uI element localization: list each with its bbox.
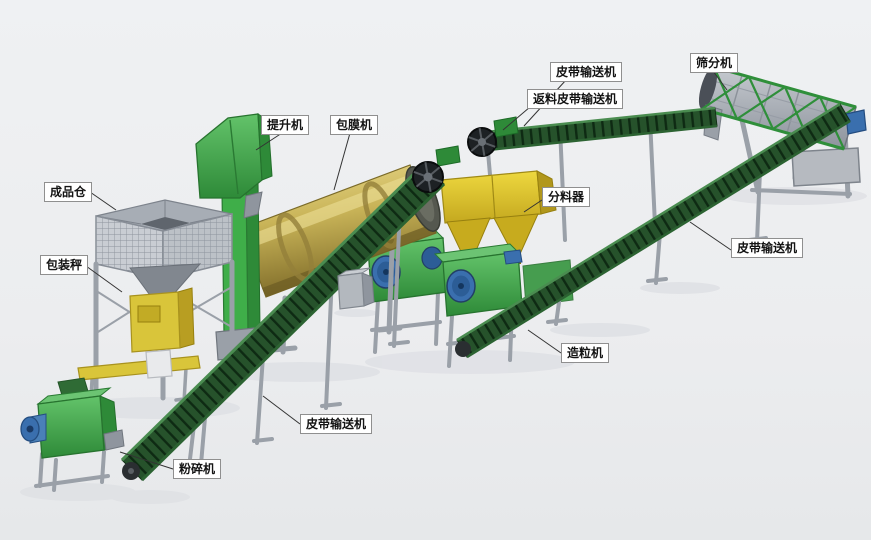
label-return-belt-conveyor: 返料皮带输送机 bbox=[527, 89, 624, 109]
packing-scale-machine bbox=[77, 287, 201, 416]
label-finished-product-bin: 成品仓 bbox=[44, 182, 93, 202]
label-packing-scale: 包装秤 bbox=[40, 255, 89, 275]
screener-motor-icon bbox=[845, 109, 867, 135]
label-belt-conveyor-bottom: 皮带输送机 bbox=[300, 414, 373, 434]
label-crusher: 粉碎机 bbox=[173, 459, 222, 479]
granulator-motor-icon bbox=[503, 249, 523, 265]
label-distributor: 分料器 bbox=[542, 187, 591, 207]
control-cabinet bbox=[337, 267, 375, 310]
label-screening-machine: 筛分机 bbox=[690, 53, 739, 73]
label-hoist: 提升机 bbox=[261, 115, 310, 135]
crusher-machine bbox=[20, 377, 125, 492]
conveyor-drive-motor-icon bbox=[435, 145, 461, 167]
label-coating-machine: 包膜机 bbox=[330, 115, 379, 135]
incline-belt-conveyor bbox=[455, 102, 851, 359]
trommel-screening-machine bbox=[698, 65, 867, 199]
return-belt-conveyor-assembly bbox=[467, 106, 718, 242]
label-granulator: 造粒机 bbox=[561, 343, 610, 363]
distributor-hopper bbox=[440, 170, 557, 270]
packing-bag-icon bbox=[145, 349, 173, 379]
main-belt-conveyor bbox=[120, 145, 461, 482]
label-belt-conveyor-top: 皮带输送机 bbox=[550, 62, 623, 82]
label-belt-conveyor-right: 皮带输送机 bbox=[731, 238, 804, 258]
